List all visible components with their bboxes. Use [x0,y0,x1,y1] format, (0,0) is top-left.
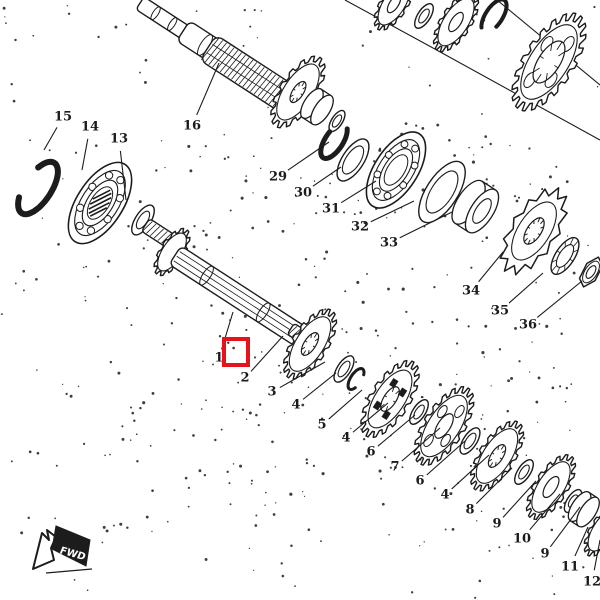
pinion-gear-16 [270,55,326,129]
half-ring-29 [318,126,350,162]
hub-16 [300,87,334,126]
top-washer [414,3,434,29]
part-callout-15-0: 15 [54,110,72,125]
leader-line-8-22 [475,467,513,505]
fwd-ground-line [45,568,93,574]
part-callout-32-7: 32 [351,220,369,235]
highlight-box [222,337,250,367]
collar-16 [328,109,346,133]
leader-line-32-7 [370,200,415,223]
part-callout-16-3: 16 [183,119,201,134]
part-callout-9-25: 9 [540,547,549,562]
part-callout-33-8: 33 [380,236,398,251]
leader-line-4-15 [302,372,337,400]
leader-line-7-19 [401,427,441,462]
leader-line-16-3 [196,62,220,116]
part-callout-12-27: 12 [583,575,600,590]
washer-3 [333,355,355,383]
leader-line-35-10 [508,272,544,304]
lock-washer-35 [550,236,580,276]
sprocket-34 [499,187,568,276]
leader-line-34-9 [478,251,504,283]
part-callout-31-6: 31 [322,202,340,217]
fwd-arrow-icon [32,529,57,570]
leader-line-30-5 [312,166,342,187]
leader-line-6-18 [377,414,416,447]
part-number-callouts: 1514131629303132333435361234546764891091… [54,110,600,590]
washer-30 [336,138,370,182]
part-callout-2-13: 2 [240,371,249,386]
washer-7 [459,427,481,455]
leader-line-9-23 [502,480,537,518]
leader-line-15-0 [43,127,58,151]
part-callout-36-11: 36 [519,318,537,333]
top-clip [479,0,509,30]
leader-line-5-16 [328,389,363,420]
gear-6 [413,386,475,466]
leader-line-4-17 [352,402,389,433]
leader-line-14-1 [81,138,89,171]
gear-8 [469,420,525,492]
part-callout-29-4: 29 [269,170,287,185]
part-callout-14-1: 14 [81,120,99,135]
hub-11 [567,491,600,528]
part-callout-8-22: 8 [465,503,474,518]
circlip-15 [15,158,61,218]
washer-9a [514,459,534,485]
part-callout-3-14: 3 [267,385,276,400]
top-gear-c [511,12,587,112]
washer-4b [409,399,429,425]
part-callout-4-21: 4 [440,488,449,503]
ring-32 [418,160,466,224]
leader-line-29-4 [287,141,330,171]
part-callout-1-12: 1 [214,351,223,366]
part-callout-6-20: 6 [415,474,424,489]
gear-5 [360,359,420,439]
collar-33 [451,179,500,234]
leader-line-36-11 [536,280,583,318]
drive-axle-main [170,247,306,345]
leader-line-31-6 [340,180,377,204]
callout-leader-lines [43,62,600,571]
circlip-4a [346,366,366,392]
gear-12 [583,508,600,557]
leader-line-12-27 [593,539,600,571]
leader-line-33-8 [399,211,453,239]
leader-line-3-14 [279,361,326,389]
part-callout-35-10: 35 [491,304,509,319]
fwd-panel [51,525,91,567]
part-callout-6-18: 6 [366,445,375,460]
part-callout-9-23: 9 [492,517,501,532]
diagram-linework [15,0,600,557]
part-callout-7-19: 7 [390,460,399,475]
leader-line-4-21 [451,454,490,490]
leader-line-2-13 [250,335,284,372]
nut-36 [578,256,600,288]
part-callout-10-24: 10 [513,532,531,547]
part-callout-4-15: 4 [291,398,300,413]
leader-line-11-26 [574,526,589,557]
bearing-14 [67,161,133,245]
part-callout-34-9: 34 [462,284,480,299]
part-callout-4-17: 4 [341,431,350,446]
part-callout-13-2: 13 [110,132,128,147]
leader-line-10-24 [529,493,561,531]
leader-line-6-20 [426,440,466,476]
leader-line-13-2 [119,150,127,201]
bearing-31 [365,131,427,209]
gear-2 [282,308,338,380]
part-callout-5-16: 5 [317,418,326,433]
top-gear-b [432,0,480,53]
top-gear-a [373,0,412,31]
fwd-marker: FWD [32,525,93,574]
leader-line-9-25 [549,506,581,548]
part-callout-11-26: 11 [561,560,579,575]
part-callout-30-5: 30 [294,186,312,201]
